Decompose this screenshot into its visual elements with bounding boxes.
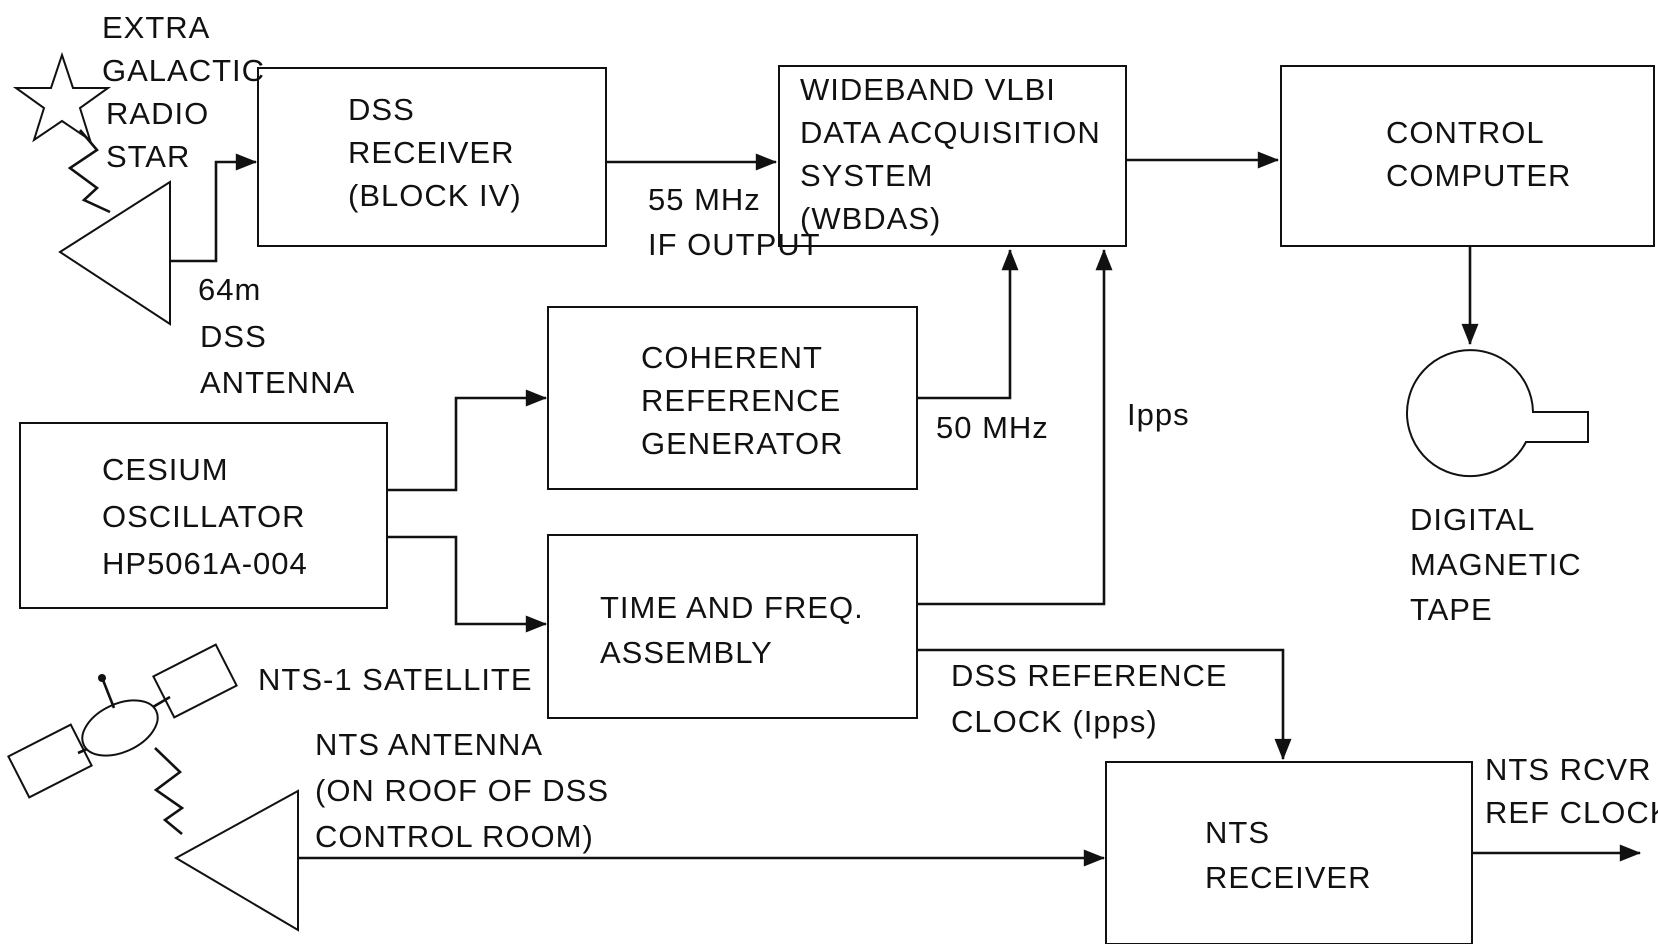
coherent-ref-line-1: COHERENT [641, 340, 822, 375]
antenna-to-dss-receiver-line [170, 153, 258, 263]
nts-rcvr-ref-clock-line-2: REF CLOCK [1485, 795, 1658, 830]
tape-line-2: MAGNETIC [1410, 547, 1582, 582]
time-freq-assembly-label: TIME AND FREQ. ASSEMBLY [600, 590, 873, 670]
nts-antenna-line-1: NTS ANTENNA [315, 727, 542, 762]
time-freq-to-nts-receiver-line [917, 648, 1292, 761]
time-freq-to-wbdas-line [917, 248, 1113, 606]
nts-antenna-line-3: CONTROL ROOM) [315, 819, 594, 854]
tape-line-1: DIGITAL [1410, 502, 1534, 537]
dss-receiver-box [257, 67, 607, 247]
cesium-oscillator-box [19, 422, 388, 609]
cesium-line-3: HP5061A-004 [102, 546, 308, 581]
control-computer-box [1280, 65, 1655, 247]
wbdas-line-4: (WBDAS) [800, 201, 941, 236]
nts-receiver-line-2: RECEIVER [1205, 860, 1371, 895]
nts-rcvr-ref-clock-label: NTS RCVR REF CLOCK [1485, 752, 1658, 830]
nts-antenna-line-2: (ON ROOF OF DSS [315, 773, 609, 808]
time-freq-assembly-box [547, 534, 918, 719]
dss-receiver-label: DSS RECEIVER (BLOCK IV) [348, 92, 524, 213]
satellite-label: NTS-1 SATELLITE [258, 662, 533, 697]
coherent-ref-line-2: REFERENCE [641, 383, 841, 418]
dss-receiver-line-1: DSS [348, 92, 415, 127]
nts-receiver-box [1105, 761, 1473, 944]
star-label-line-4: STAR [106, 139, 190, 174]
wbdas-line-3: SYSTEM [800, 158, 933, 193]
cesium-line-2: OSCILLATOR [102, 499, 306, 534]
satellite-signal-zigzag [153, 747, 185, 836]
tape-line-3: TAPE [1410, 592, 1493, 627]
if-output-line-2: IF OUTPUT [648, 227, 821, 262]
wbdas-line-2: DATA ACQUISITION [800, 115, 1101, 150]
wbdas-box [778, 65, 1127, 247]
dss-ref-clock-line-2: CLOCK (Ipps) [951, 704, 1158, 739]
antenna-64m-icon [58, 180, 171, 326]
nts-receiver-line-1: NTS [1205, 815, 1270, 850]
mhz-50-label: 50 MHz [936, 410, 1049, 445]
if-output-line-1: 55 MHz [648, 182, 761, 217]
cesium-line-1: CESIUM [102, 452, 229, 487]
coherent-reference-generator-label: COHERENT REFERENCE GENERATOR [641, 340, 851, 461]
antenna-64m-line-1: 64m [198, 272, 261, 307]
satellite-icon [7, 643, 238, 799]
time-freq-line-1: TIME AND FREQ. [600, 590, 864, 625]
if-output-label: 55 MHz IF OUTPUT [648, 182, 821, 262]
star-label-line-2: GALACTIC [102, 53, 265, 88]
star-label-line-1: EXTRA [102, 10, 210, 45]
dss-receiver-line-3: (BLOCK IV) [348, 178, 522, 213]
coherent-ref-line-3: GENERATOR [641, 426, 844, 461]
cesium-to-coherent-ref-line [387, 389, 548, 492]
ipps-label: Ipps [1127, 397, 1190, 432]
cesium-to-time-freq-line [387, 535, 548, 633]
nts-receiver-label: NTS RECEIVER [1205, 815, 1371, 895]
radio-star-icon [12, 51, 112, 143]
nts-antenna-icon [173, 789, 299, 932]
control-computer-line-1: CONTROL [1386, 115, 1543, 150]
nts-antenna-label: NTS ANTENNA (ON ROOF OF DSS CONTROL ROOM… [315, 727, 619, 854]
coherent-reference-generator-box [547, 306, 918, 490]
star-signal-zigzag [67, 129, 111, 214]
radio-star-label: EXTRA GALACTIC RADIO STAR [102, 10, 275, 174]
dss-ref-clock-line-1: DSS REFERENCE [951, 658, 1228, 693]
dss-ref-clock-label: DSS REFERENCE CLOCK (Ipps) [951, 658, 1237, 739]
control-computer-label: CONTROL COMPUTER [1386, 115, 1571, 193]
wbdas-line-1: WIDEBAND VLBI [800, 72, 1056, 107]
antenna-64m-line-3: ANTENNA [200, 365, 355, 400]
antenna-64m-label: 64m DSS ANTENNA [198, 272, 355, 400]
magnetic-tape-icon [1406, 349, 1589, 478]
wbdas-label: WIDEBAND VLBI DATA ACQUISITION SYSTEM (W… [800, 72, 1110, 236]
control-computer-line-2: COMPUTER [1386, 158, 1571, 193]
coherent-ref-to-wbdas-line [917, 248, 1019, 400]
tape-label: DIGITAL MAGNETIC TAPE [1410, 502, 1591, 627]
cesium-oscillator-label: CESIUM OSCILLATOR HP5061A-004 [102, 452, 315, 581]
antenna-64m-line-2: DSS [200, 319, 267, 354]
dss-receiver-line-2: RECEIVER [348, 135, 514, 170]
star-label-line-3: RADIO [106, 96, 209, 131]
time-freq-line-2: ASSEMBLY [600, 635, 773, 670]
nts-rcvr-ref-clock-line-1: NTS RCVR [1485, 752, 1651, 787]
